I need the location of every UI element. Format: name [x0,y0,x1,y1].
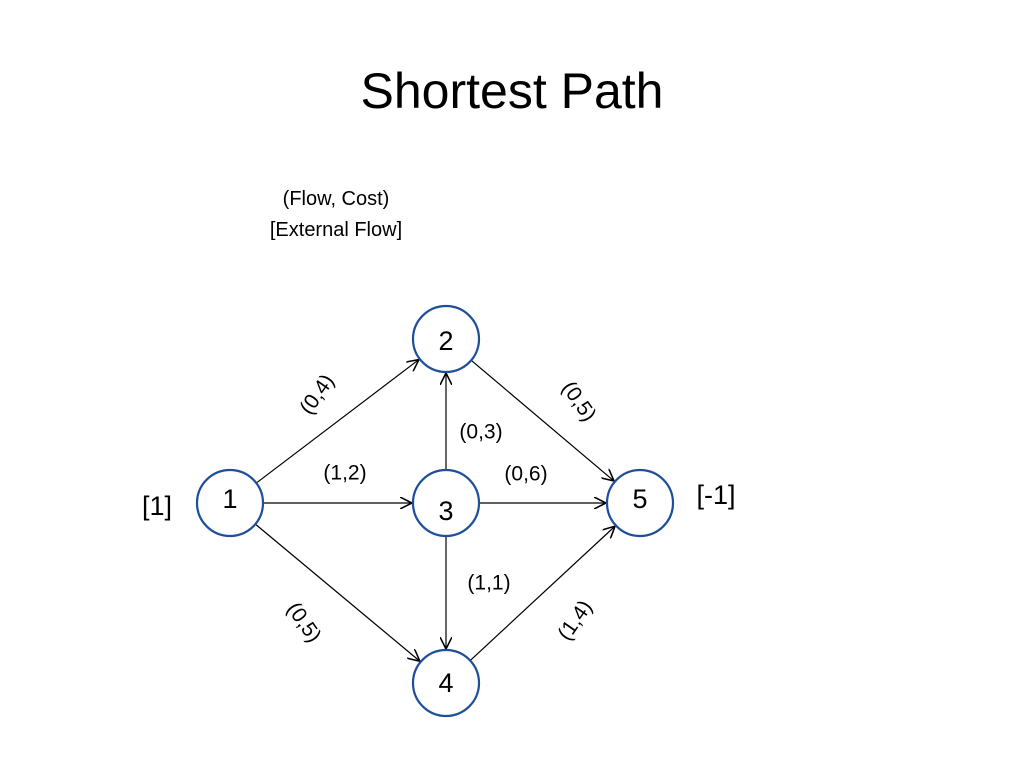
edge-label-3-5: (0,6) [504,463,547,486]
legend-flow-cost: (Flow, Cost) [282,188,390,210]
edge-1-4 [254,523,420,661]
node-5: 5 [605,468,675,538]
external-flow-1: [1] [142,491,172,521]
edge-label-1-3: (1,2) [323,462,366,485]
node-3: 3 [411,468,481,538]
edge-4-5 [469,526,615,661]
node-1: 1 [195,468,265,538]
node-label-3: 3 [438,496,453,526]
legend: (Flow, Cost) [External Flow] [236,184,436,246]
node-label-5: 5 [632,484,647,514]
node-4: 4 [411,648,481,718]
node-label-1: 1 [222,484,237,514]
edge-label-4-5: (1,4) [553,596,597,645]
external-flow-5: [-1] [696,480,735,510]
edge-label-2-5: (0,5) [557,377,601,426]
nodes-layer: 1 [1] 2 3 4 5 [-1] [142,304,736,718]
legend-external-flow: [External Flow] [269,219,403,241]
slide-title: Shortest Path [360,63,664,119]
node-label-4: 4 [438,668,453,698]
node-circle-5 [605,468,675,538]
node-label-2: 2 [438,326,453,356]
node-circle-2 [411,304,481,374]
node-circle-1 [195,468,265,538]
node-circle-4 [411,648,481,718]
edge-1-2 [255,360,419,484]
node-2: 2 [411,304,481,374]
edge-label-1-4: (0,5) [282,598,326,647]
node-circle-3 [411,468,481,538]
edge-2-5 [470,359,614,481]
edge-label-3-4: (1,1) [467,572,510,595]
edge-label-3-2: (0,3) [459,421,502,444]
edge-label-1-2: (0,4) [295,370,339,419]
